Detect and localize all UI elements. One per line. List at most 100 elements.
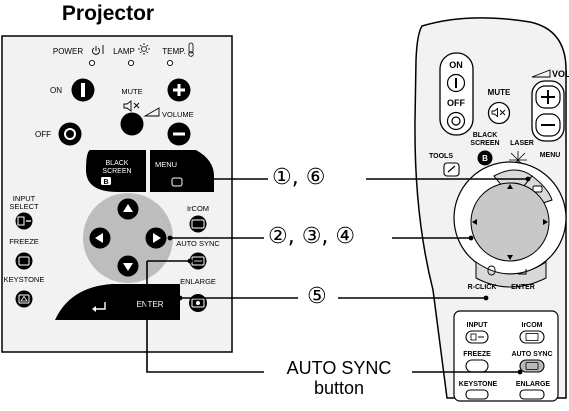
enter-icon	[518, 269, 527, 275]
remote-black-screen-label-2: SCREEN	[470, 140, 499, 147]
remote-input-button[interactable]	[465, 330, 489, 344]
menu-label: MENU	[155, 160, 177, 169]
ircom-label: IrCOM	[187, 204, 209, 213]
remote-input-label: INPUT	[467, 322, 489, 329]
lamp-icon	[138, 43, 150, 55]
arrow-down-button[interactable]	[117, 255, 139, 277]
off-button[interactable]	[58, 122, 82, 146]
input-select-label: INPUT	[13, 194, 36, 203]
remote-arrow-right-icon	[543, 219, 548, 225]
mute-label: MUTE	[121, 87, 142, 96]
black-screen-button[interactable]: BLACK SCREEN B	[86, 150, 146, 192]
off-label: OFF	[35, 130, 51, 139]
arrow-left-button[interactable]	[89, 227, 111, 249]
direction-pad[interactable]	[83, 193, 173, 283]
callout-step-2-3-4: ②, ③, ④	[266, 224, 358, 249]
volume-icon	[143, 107, 160, 117]
remote-freeze-label: FREEZE	[463, 351, 491, 358]
remote-enlarge-label: ENLARGE	[516, 381, 551, 388]
remote-arrow-down-icon	[507, 255, 513, 260]
remote-off-button[interactable]	[446, 111, 466, 131]
remote-off-label: OFF	[447, 98, 465, 108]
arrow-up-button[interactable]	[117, 198, 139, 220]
freeze-label: FREEZE	[9, 237, 39, 246]
mute-button[interactable]	[120, 112, 144, 136]
input-select-label-2: SELECT	[9, 202, 39, 211]
mute-icon	[123, 100, 140, 112]
remote-enter-button[interactable]	[475, 261, 547, 288]
remote-enter-label: ENTER	[511, 284, 535, 291]
enlarge-label: ENLARGE	[180, 277, 216, 286]
remote-keystone-button[interactable]	[465, 389, 489, 400]
enter-button[interactable]: ENTER	[55, 284, 180, 320]
remote-laser-label: LASER	[510, 140, 534, 147]
remote-menu-button[interactable]	[523, 175, 553, 205]
enlarge-button[interactable]	[189, 294, 207, 312]
on-label: ON	[50, 86, 62, 95]
thermometer-icon	[188, 42, 194, 57]
callout-step-5: ⑤	[305, 284, 329, 309]
input-select-button[interactable]	[15, 212, 33, 230]
power-icon	[92, 45, 104, 55]
remote-auto-sync-label: AUTO SYNC	[511, 351, 552, 358]
remote-arrow-left-icon	[472, 219, 477, 225]
remote-ircom-button[interactable]	[519, 330, 545, 344]
mouse-icon	[487, 265, 496, 276]
callout-dots	[167, 176, 531, 375]
arrow-right-button[interactable]	[145, 227, 167, 249]
freeze-button[interactable]	[15, 252, 33, 270]
callout-lines	[146, 178, 528, 373]
volume-up-button[interactable]	[167, 78, 191, 102]
black-screen-label: BLACK	[106, 160, 129, 167]
remote-freeze-button[interactable]	[465, 359, 489, 373]
temp-indicator-label: TEMP.	[162, 47, 185, 56]
remote-arrow-up-icon	[507, 184, 513, 189]
remote-auto-sync-button[interactable]	[519, 359, 545, 373]
black-screen-label-2: SCREEN	[102, 168, 131, 175]
volume-label: VOLUME	[162, 110, 194, 119]
remote-black-screen-label: BLACK	[473, 132, 498, 139]
remote-tools-button[interactable]	[443, 162, 460, 177]
ircom-button[interactable]	[189, 215, 207, 233]
page-title: Projector	[61, 2, 155, 25]
enter-label: ENTER	[136, 300, 163, 309]
power-indicator	[88, 59, 96, 67]
callout-step-1-6: ①, ⑥	[270, 165, 328, 190]
volume-down-button[interactable]	[167, 122, 191, 146]
remote-rclick-label: R-CLICK	[468, 284, 497, 291]
lamp-indicator-label: LAMP	[113, 47, 135, 56]
auto-sync-callout-line-2: button	[313, 378, 365, 398]
remote-control: ON OFF MUTE VOL	[414, 17, 569, 402]
callout-line-autosync-projector	[146, 261, 264, 373]
remote-keystone-label: KEYSTONE	[459, 381, 498, 388]
remote-vol-label: VOL	[552, 69, 569, 79]
remote-direction-pad[interactable]	[470, 182, 550, 262]
lamp-indicator	[127, 59, 135, 67]
remote-mute-label: MUTE	[488, 88, 511, 97]
remote-on-button[interactable]	[446, 73, 466, 93]
temp-indicator	[166, 59, 174, 67]
auto-sync-label: AUTO SYNC	[176, 239, 220, 248]
auto-sync-button-callout: AUTO SYNC button	[268, 358, 410, 398]
projector-panel: POWER LAMP TEMP. ON	[1, 35, 233, 353]
keystone-label: KEYSTONE	[4, 275, 45, 284]
remote-volume-up-button[interactable]	[535, 85, 561, 109]
remote-black-screen-button[interactable]: B	[477, 150, 493, 166]
remote-ircom-label: IrCOM	[522, 322, 543, 329]
black-screen-key: B	[103, 179, 108, 186]
keystone-button[interactable]	[15, 290, 33, 308]
on-button[interactable]	[71, 78, 95, 102]
remote-menu-label: MENU	[540, 152, 561, 159]
power-indicator-label: POWER	[53, 47, 83, 56]
remote-mute-button[interactable]	[487, 101, 511, 125]
remote-tools-label: TOOLS	[429, 153, 453, 160]
remote-volume-down-button[interactable]	[535, 113, 561, 137]
remote-black-screen-key: B	[482, 154, 488, 163]
menu-button[interactable]: MENU	[150, 150, 214, 192]
volume-icon	[531, 69, 551, 78]
remote-on-label: ON	[449, 60, 463, 70]
remote-enlarge-button[interactable]	[519, 389, 545, 400]
auto-sync-callout-line-1: AUTO SYNC	[286, 358, 392, 378]
